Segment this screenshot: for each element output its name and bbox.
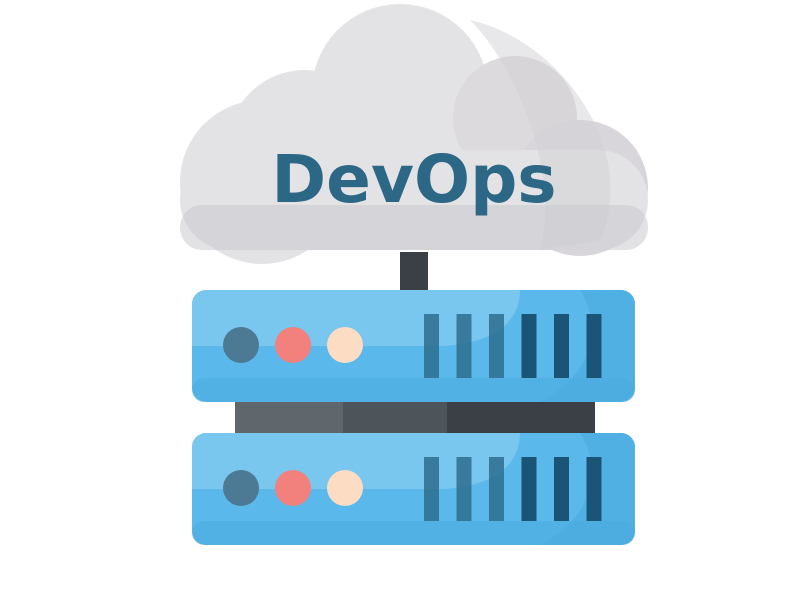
rack-connector	[235, 400, 595, 438]
led-power-icon	[327, 470, 363, 506]
vent-slot	[456, 314, 472, 378]
rack-bottom-band	[192, 378, 635, 402]
cloud-shade	[470, 20, 611, 250]
vent-slot	[521, 457, 537, 521]
rack-shadow	[540, 433, 635, 545]
vent-slot	[489, 457, 504, 521]
rack-connector-left	[235, 400, 343, 438]
led-alert-icon	[275, 470, 311, 506]
vent-slot	[456, 457, 472, 521]
led-power-icon	[327, 327, 363, 363]
vent-slot	[424, 457, 439, 521]
vent-slot	[554, 457, 569, 521]
vent-slot	[424, 314, 439, 378]
rack-unit-bottom	[192, 433, 635, 545]
rack-unit-top	[192, 290, 635, 402]
cloud-base-band	[180, 205, 648, 250]
led-alert-icon	[275, 327, 311, 363]
cloud-connector	[400, 252, 428, 292]
vent-slot	[554, 314, 569, 378]
vent-slot	[586, 457, 602, 521]
led-status-icon	[223, 470, 259, 506]
vent-slot	[586, 314, 602, 378]
rack-bottom-band	[192, 521, 635, 545]
vent-slot	[521, 314, 537, 378]
cloud-icon: DevOps	[180, 4, 648, 264]
led-status-icon	[223, 327, 259, 363]
cloud-puff-top	[312, 4, 488, 180]
rack-connector-mid	[343, 400, 447, 438]
rack-connector-right	[447, 400, 595, 438]
rack-shadow	[540, 290, 635, 402]
vent-slot	[489, 314, 504, 378]
cloud-label: DevOps	[271, 141, 556, 218]
